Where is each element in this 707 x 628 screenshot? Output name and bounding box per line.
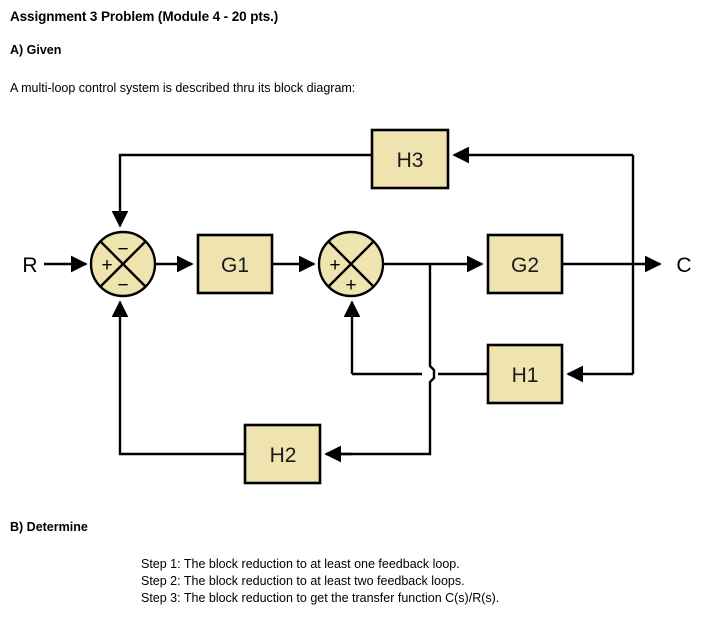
block-h1-label: H1 [512,364,539,387]
wire-hop-crossover [428,362,436,386]
block-h3-rect [370,128,450,190]
block-diagram: + − − + + H3 G1 [0,110,707,510]
wire-tap-to-h2 [326,386,432,456]
input-signal-label: R [22,254,37,277]
block-h1[interactable]: H1 [486,343,564,405]
block-h2-label: H2 [270,444,297,467]
sum2-sign-left: + [329,255,340,276]
wire-h2-to-sum1 [111,300,245,456]
summing-junction-1[interactable]: + − − [89,230,157,298]
sum2-sign-bottom: + [345,275,356,296]
block-g2[interactable]: G2 [486,233,564,295]
output-signal-label: C [676,254,691,277]
wire-group [44,146,662,463]
sum1-cross-b [99,240,147,288]
step-2-text: Step 2: The block reduction to at least … [141,574,465,588]
step-1-text: Step 1: The block reduction to at least … [141,557,460,571]
section-b-heading: B) Determine [10,520,88,534]
section-a-heading: A) Given [10,43,62,57]
block-h3-label: H3 [397,149,424,172]
block-g1[interactable]: G1 [196,233,274,295]
block-g1-rect [196,233,274,295]
sum2-cross-b [327,240,375,288]
sum1-sign-left: + [101,255,112,276]
block-h3[interactable]: H3 [370,128,450,190]
sum1-sign-bottom: − [117,275,128,296]
intro-text: A multi-loop control system is described… [10,81,356,95]
block-h1-rect [486,343,564,405]
page-title: Assignment 3 Problem (Module 4 - 20 pts.… [10,9,279,24]
block-g2-label: G2 [511,254,539,277]
step-3-text: Step 3: The block reduction to get the t… [141,591,500,605]
sum1-sign-top: − [117,239,128,260]
wire-h3-to-sum1 [111,153,372,228]
block-h2-rect [243,423,322,485]
block-g2-rect [486,233,564,295]
block-g1-label: G1 [221,254,249,277]
summing-junction-2[interactable]: + + [317,230,385,298]
block-h2[interactable]: H2 [243,423,322,485]
